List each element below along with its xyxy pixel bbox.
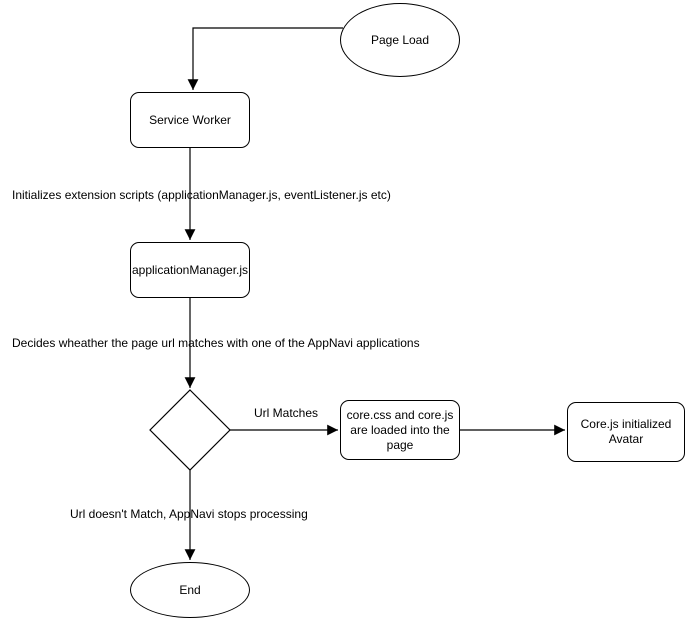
node-service-worker-label: Service Worker	[149, 112, 231, 127]
decision-diamond	[149, 389, 231, 471]
annotation-decides-url-match: Decides wheather the page url matches wi…	[12, 336, 420, 350]
node-core-initialized-label: Core.js initialized Avatar	[580, 417, 672, 446]
node-application-manager: applicationManager.js	[130, 242, 250, 298]
node-end: End	[130, 562, 250, 618]
node-core-loaded: core.css and core.js are loaded into the…	[340, 400, 460, 460]
node-page-load: Page Load	[340, 3, 460, 77]
annotation-initializes-scripts: Initializes extension scripts (applicati…	[12, 188, 391, 202]
edge-label-url-doesnt-match: Url doesn't Match, AppNavi stops process…	[70, 507, 308, 521]
node-core-initialized: Core.js initialized Avatar	[567, 402, 685, 462]
node-page-load-label: Page Load	[370, 32, 430, 47]
edge-page-load-to-service-worker	[187, 27, 343, 90]
node-application-manager-label: applicationManager.js	[131, 262, 249, 277]
node-end-label: End	[179, 582, 201, 597]
node-service-worker: Service Worker	[130, 92, 250, 148]
edge-label-url-matches: Url Matches	[254, 406, 319, 420]
node-core-loaded-label: core.css and core.js are loaded into the…	[346, 407, 454, 452]
